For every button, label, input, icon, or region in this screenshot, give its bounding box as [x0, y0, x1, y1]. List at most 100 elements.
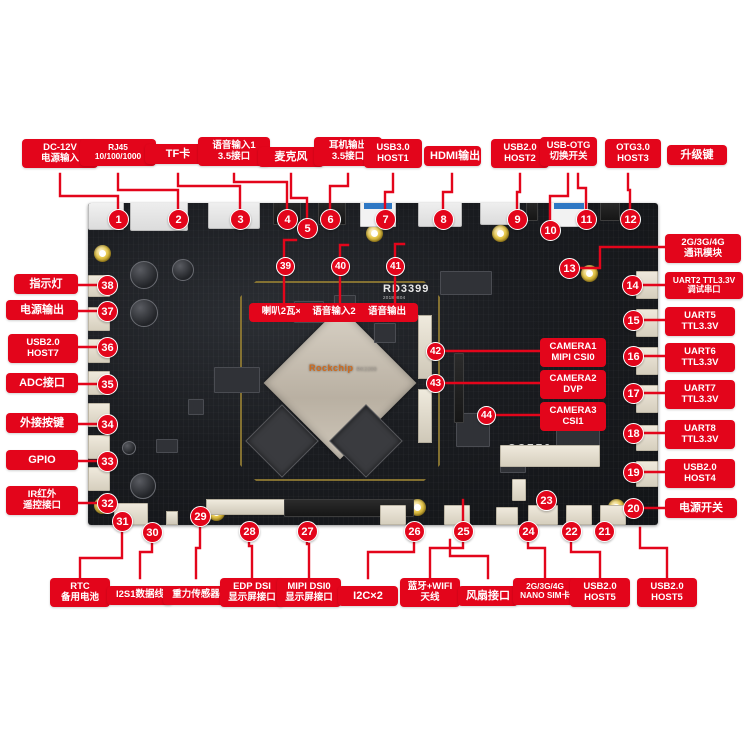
marker-40[interactable]: 40	[331, 257, 350, 276]
mounting-hole	[492, 225, 509, 242]
marker-11[interactable]: 11	[576, 209, 597, 230]
marker-27[interactable]: 27	[297, 521, 318, 542]
callout-26-line1: 蓝牙+WIFI	[407, 581, 453, 592]
electrolytic-capacitor	[130, 261, 158, 289]
marker-3[interactable]: 3	[230, 209, 251, 230]
mounting-hole	[94, 245, 111, 262]
board-date-text: 20180804	[383, 295, 406, 300]
callout-13-line2: 通讯模块	[683, 247, 722, 259]
callout-18-line2: TTL3.3V	[681, 433, 719, 445]
inductor	[172, 259, 194, 281]
marker-34[interactable]: 34	[97, 414, 118, 435]
marker-38[interactable]: 38	[97, 275, 118, 296]
callout-label-25: 风扇接口	[458, 586, 518, 607]
ic-chip	[156, 439, 178, 453]
callout-32-line1: IR红外	[27, 489, 57, 500]
marker-36[interactable]: 36	[97, 337, 118, 358]
marker-17[interactable]: 17	[623, 383, 644, 404]
mounting-hole	[581, 265, 598, 282]
callout-31-line2: 备用电池	[60, 591, 99, 603]
marker-22[interactable]: 22	[561, 521, 582, 542]
marker-24[interactable]: 24	[518, 521, 539, 542]
ir-receiver	[122, 441, 136, 455]
callout-27-line1: MIPI DSI0	[287, 581, 331, 592]
callout-43-line1: CAMERA2	[549, 373, 597, 384]
callout-label-20: 电源开关	[665, 498, 737, 519]
marker-29[interactable]: 29	[190, 506, 211, 527]
i2s-connector	[166, 511, 178, 525]
callout-label-3: TF卡	[145, 144, 211, 165]
callout-15-line2: TTL3.3V	[681, 320, 719, 332]
ic-chip	[374, 323, 396, 343]
marker-25[interactable]: 25	[453, 521, 474, 542]
marker-2[interactable]: 2	[168, 209, 189, 230]
callout-24-line2: NANO SIM卡	[520, 590, 570, 601]
callout-22-line2: HOST5	[584, 591, 616, 603]
callout-41-line1: 语音输出	[367, 306, 406, 317]
marker-5[interactable]: 5	[297, 218, 318, 239]
callout-38-line1: 指示灯	[29, 278, 63, 290]
callout-label-35: ADC接口	[6, 373, 78, 394]
marker-12[interactable]: 12	[620, 209, 641, 230]
callout-26-line2: 天线	[420, 591, 440, 603]
marker-28[interactable]: 28	[239, 521, 260, 542]
marker-8[interactable]: 8	[433, 209, 454, 230]
marker-26[interactable]: 26	[404, 521, 425, 542]
marker-9[interactable]: 9	[507, 209, 528, 230]
upgrade-key-button	[600, 203, 620, 221]
callout-4-line2: 3.5接口	[217, 150, 251, 162]
marker-31[interactable]: 31	[112, 511, 133, 532]
marker-6[interactable]: 6	[320, 209, 341, 230]
marker-30[interactable]: 30	[142, 522, 163, 543]
callout-16-line1: UART6	[684, 346, 716, 357]
marker-32[interactable]: 32	[97, 493, 118, 514]
marker-42[interactable]: 42	[426, 342, 445, 361]
callout-label-34: 外接按键	[6, 413, 78, 434]
marker-21[interactable]: 21	[594, 521, 615, 542]
marker-44[interactable]: 44	[477, 406, 496, 425]
marker-1[interactable]: 1	[108, 209, 129, 230]
camera2-connector	[454, 353, 464, 423]
callout-label-40: 语音输入2	[300, 303, 368, 322]
callout-14-line2: 调试串口	[687, 284, 721, 295]
marker-41[interactable]: 41	[386, 257, 405, 276]
marker-19[interactable]: 19	[623, 462, 644, 483]
marker-4[interactable]: 4	[277, 209, 298, 230]
marker-39[interactable]: 39	[276, 257, 295, 276]
marker-18[interactable]: 18	[623, 423, 644, 444]
marker-35[interactable]: 35	[97, 374, 118, 395]
callout-5-line1: 麦克风	[274, 151, 308, 163]
callout-label-30: I2S1数据线	[107, 586, 173, 605]
marker-37[interactable]: 37	[97, 301, 118, 322]
marker-7[interactable]: 7	[375, 209, 396, 230]
marker-13[interactable]: 13	[559, 258, 580, 279]
mounting-hole	[366, 225, 383, 242]
callout-21-line2: HOST5	[651, 591, 683, 603]
callout-label-23: I2C×2	[338, 586, 398, 607]
callout-7-line2: HOST1	[377, 152, 409, 164]
marker-14[interactable]: 14	[622, 275, 643, 296]
marker-10[interactable]: 10	[540, 220, 561, 241]
marker-43[interactable]: 43	[426, 374, 445, 393]
callout-32-line2: 遥控接口	[22, 499, 61, 511]
callout-8-line1: HDMI输出	[430, 150, 481, 162]
marker-33[interactable]: 33	[97, 451, 118, 472]
callout-label-12: 升级键	[667, 145, 727, 166]
marker-23[interactable]: 23	[536, 490, 557, 511]
marker-20[interactable]: 20	[623, 498, 644, 519]
callout-42-line1: CAMERA1	[549, 341, 597, 352]
callout-12-line1: 升级键	[680, 149, 714, 161]
marker-15[interactable]: 15	[623, 310, 644, 331]
callout-23-line1: I2C×2	[353, 590, 383, 602]
callout-label-29: 重力传感器	[163, 586, 229, 605]
marker-16[interactable]: 16	[623, 346, 644, 367]
